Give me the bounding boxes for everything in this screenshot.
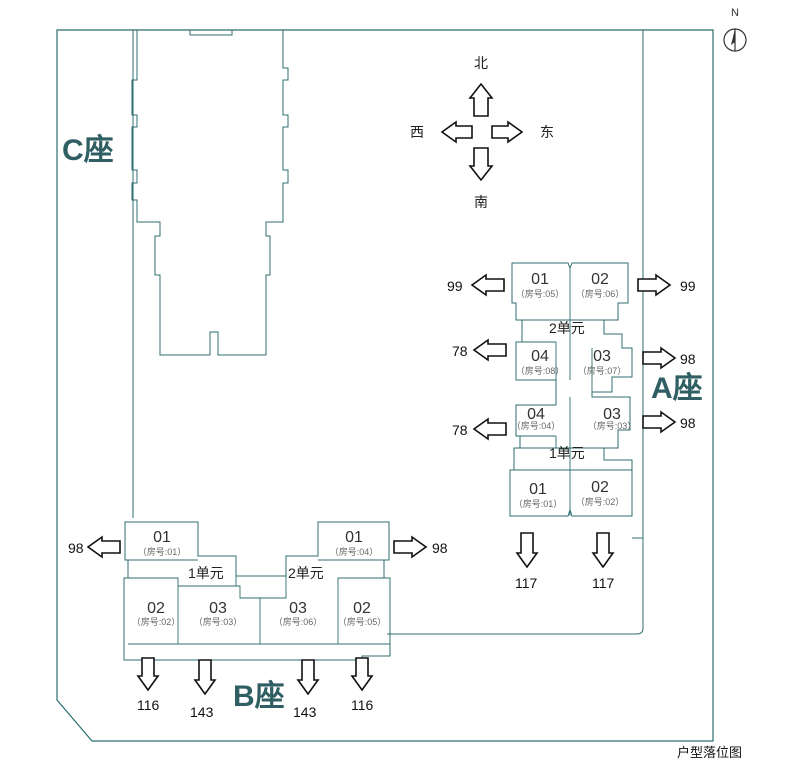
direction-north: 北	[474, 55, 488, 71]
area-number: 98	[432, 540, 448, 556]
c-block-label: C座	[62, 134, 114, 167]
arrow-right-icon	[637, 273, 672, 297]
room-number: （房号:05）	[515, 289, 565, 299]
arrow-down-icon	[515, 532, 539, 569]
room-number: （房号:07）	[577, 366, 627, 376]
area-number: 99	[447, 278, 463, 294]
unit-number: 03	[209, 600, 227, 617]
b-block-label: B座	[233, 680, 285, 713]
arrow-left-icon	[470, 273, 505, 297]
b-block-arrows	[86, 535, 428, 696]
arrow-west-icon	[440, 120, 473, 144]
arrow-left-icon	[472, 417, 507, 441]
direction-south: 南	[474, 194, 488, 210]
unit-number: 01	[529, 481, 547, 498]
north-letter: N	[731, 7, 739, 19]
arrow-right-icon	[642, 346, 677, 370]
area-number: 116	[351, 697, 374, 713]
arrow-down-icon	[193, 659, 217, 696]
diagram-caption: 户型落位图	[677, 745, 743, 760]
a-block-outline	[509, 262, 633, 517]
room-number: （房号:05）	[337, 617, 387, 627]
unit-number: 03	[603, 406, 621, 423]
north-compass-icon	[723, 28, 747, 52]
unit-number: 01	[153, 529, 171, 546]
arrow-down-icon	[296, 659, 320, 696]
area-number: 143	[293, 704, 317, 720]
arrow-down-icon	[591, 532, 615, 569]
unit-block-label: 2单元	[549, 320, 585, 336]
direction-arrows	[440, 82, 524, 182]
unit-number: 03	[593, 348, 611, 365]
area-number: 143	[190, 704, 214, 720]
arrow-down-icon	[350, 657, 374, 692]
arrow-left-icon	[86, 535, 121, 559]
arrow-right-icon	[393, 535, 428, 559]
room-number: （房号:02）	[131, 617, 181, 627]
a-block-arrows	[470, 273, 677, 569]
unit-block-label: 1单元	[549, 445, 585, 461]
unit-number: 04	[531, 348, 549, 365]
room-number: （房号:06）	[273, 617, 323, 627]
arrow-south-icon	[468, 147, 494, 182]
arrow-east-icon	[491, 120, 524, 144]
a-block-label: A座	[651, 372, 703, 405]
unit-number: 02	[147, 600, 165, 617]
unit-number: 02	[591, 479, 609, 496]
room-number: （房号:01）	[137, 547, 187, 557]
room-number: （房号:04）	[511, 421, 561, 431]
room-number: （房号:02）	[575, 497, 625, 507]
unit-block-label: 2单元	[288, 565, 324, 581]
room-number: （房号:03）	[587, 421, 637, 431]
area-number: 78	[452, 343, 468, 359]
unit-number: 03	[289, 600, 307, 617]
room-number: （房号:04）	[329, 547, 379, 557]
area-number: 117	[515, 575, 538, 591]
unit-number: 01	[531, 271, 549, 288]
area-number: 117	[592, 575, 615, 591]
site-boundary	[56, 29, 714, 742]
room-number: （房号:01）	[513, 499, 563, 509]
arrow-right-icon	[642, 410, 677, 434]
unit-number: 01	[345, 529, 363, 546]
area-number: 78	[452, 422, 468, 438]
direction-west: 西	[410, 124, 424, 140]
room-number: （房号:08）	[515, 366, 565, 376]
unit-number: 02	[591, 271, 609, 288]
c-block-outline	[131, 29, 289, 356]
area-number: 98	[680, 351, 696, 367]
room-number: （房号:06）	[575, 289, 625, 299]
arrow-down-icon	[136, 657, 160, 692]
inner-road-edge	[132, 30, 644, 635]
arrow-north-icon	[468, 82, 494, 117]
area-number: 99	[680, 278, 696, 294]
unit-number: 04	[527, 406, 545, 423]
direction-east: 东	[540, 124, 554, 140]
unit-number: 02	[353, 600, 371, 617]
area-number: 116	[137, 697, 160, 713]
area-number: 98	[680, 415, 696, 431]
unit-block-label: 1单元	[188, 565, 224, 581]
room-number: （房号:03）	[193, 617, 243, 627]
area-number: 98	[68, 540, 84, 556]
arrow-left-icon	[472, 338, 507, 362]
